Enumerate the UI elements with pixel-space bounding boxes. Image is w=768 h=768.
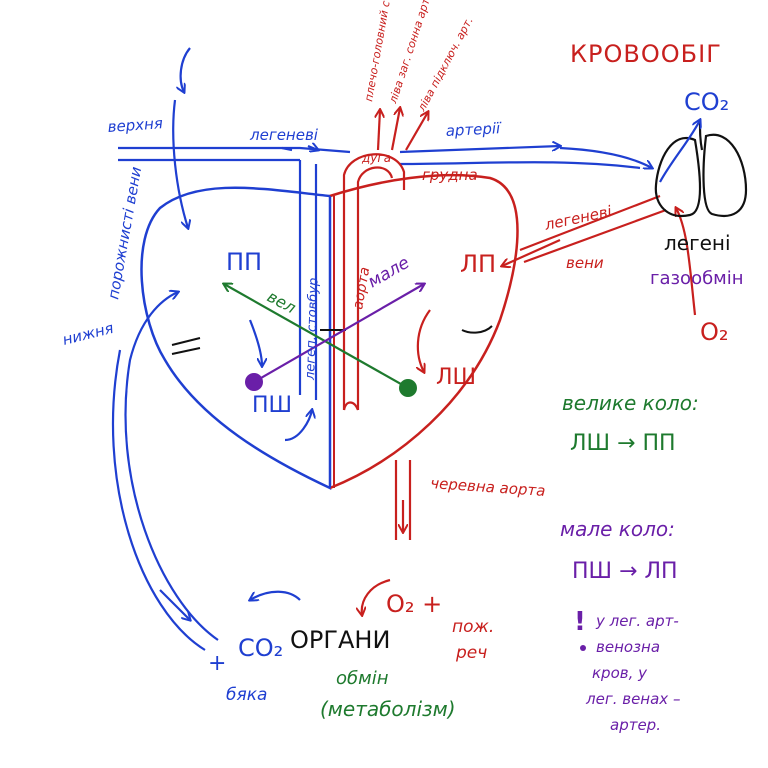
label-obmin: обмін — [336, 668, 389, 689]
title: КРОВООБІГ — [570, 40, 722, 68]
label-porozhnysti-veny: порожнисті вени — [104, 165, 145, 301]
label-aorta: аорта — [350, 266, 373, 311]
legend-male-title: мале коло: — [560, 517, 675, 541]
chamber-lp: ЛП — [460, 250, 496, 278]
chamber-pp: ПП — [226, 248, 262, 276]
label-organy: ОРГАНИ — [290, 626, 390, 654]
legend-exclamation: ! — [574, 607, 586, 637]
label-plus-left: + — [208, 651, 226, 676]
label-lehenevi-top: легеневі — [249, 126, 319, 144]
label-vel: вел — [264, 287, 299, 318]
label-lehen-stovbur: легеп. стовбур — [303, 277, 322, 381]
legend-male-path: ПШ → ЛП — [572, 559, 678, 584]
label-pozhyvni: пож. — [452, 617, 494, 637]
label-hazoobmin: газообмін — [650, 268, 744, 289]
label-co2-top: CO₂ — [684, 88, 729, 116]
legend-bullet — [580, 645, 586, 651]
legend-velyke-path: ЛШ → ПП — [570, 431, 676, 456]
chamber-lsh: ЛШ — [436, 365, 476, 390]
legend-note-3: кров, у — [592, 664, 648, 682]
label-byaka: бяка — [226, 685, 267, 705]
label-o2-bottom: O₂ + — [386, 590, 442, 618]
legend-note-1: у лег. арт- — [595, 612, 679, 630]
label-co2-bottom: CO₂ — [238, 634, 283, 662]
heart — [140, 173, 519, 490]
heart-right-half — [140, 186, 332, 490]
lsh-dot — [399, 379, 417, 397]
label-rech: реч — [455, 643, 487, 663]
legend-note-4: лег. венах – — [585, 690, 680, 708]
label-verkhnia: верхня — [107, 114, 163, 136]
label-lehenevi-veny-1: легеневі — [542, 202, 614, 234]
label-liva-pidklyuch: ліва підключ. арт. — [415, 15, 476, 114]
co2-arrow — [659, 120, 700, 183]
label-arterii: артерії — [445, 119, 502, 140]
label-lungs: легені — [664, 231, 731, 255]
label-o2-right: O₂ — [700, 318, 729, 346]
label-lehenevi-veny-2: вени — [566, 254, 604, 272]
legend-note-2: венозна — [596, 638, 660, 656]
label-hrudna: грудна — [422, 166, 478, 184]
label-duha: дуга — [361, 151, 391, 165]
label-male-arrow: мале — [365, 253, 414, 293]
red-vessels — [342, 108, 697, 615]
label-metabolizm: (метаболізм) — [320, 697, 456, 721]
legend-note-5: артер. — [610, 716, 661, 734]
chamber-psh: ПШ — [252, 393, 292, 418]
blue-vessels — [111, 47, 652, 651]
label-nyzhnia: нижня — [61, 319, 116, 349]
psh-dot — [245, 373, 263, 391]
legend-velyke-title: велике коло: — [562, 391, 699, 415]
label-cherevna: черевна аорта — [430, 474, 546, 500]
circle-arrows — [224, 284, 424, 397]
heart-left-half — [329, 173, 519, 490]
